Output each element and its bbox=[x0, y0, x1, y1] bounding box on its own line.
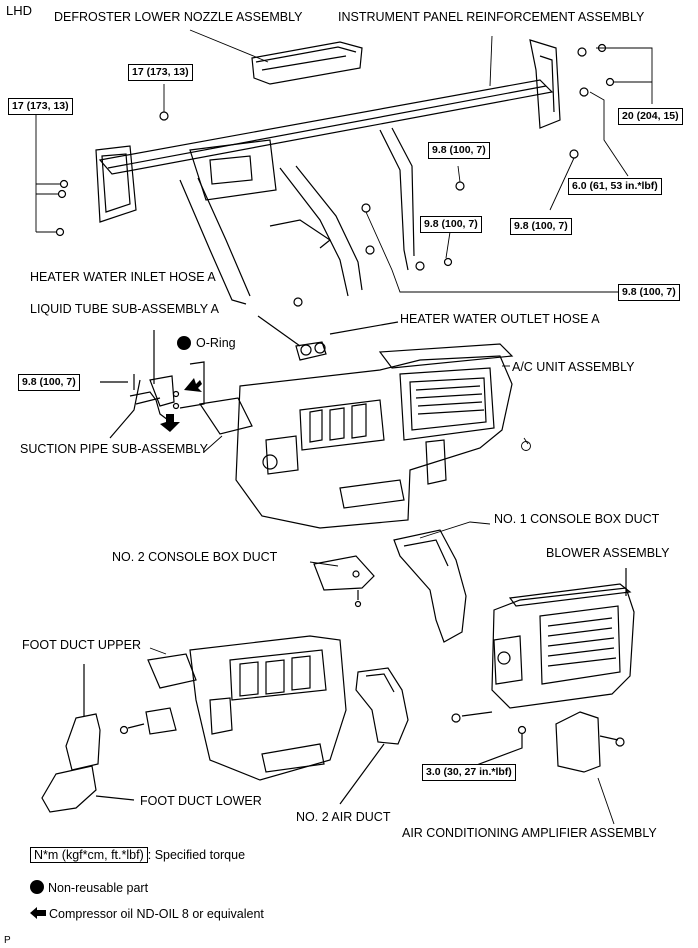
ac-unit-lower-drawing bbox=[119, 635, 347, 781]
label-heater-outlet: HEATER WATER OUTLET HOSE A bbox=[400, 312, 600, 326]
o-ring-dot-icon bbox=[177, 336, 191, 350]
label-amplifier: AIR CONDITIONING AMPLIFIER ASSEMBLY bbox=[402, 826, 657, 840]
legend-oil: Compressor oil ND-OIL 8 or equivalent bbox=[30, 907, 264, 921]
leader-lines-bottom bbox=[149, 647, 615, 825]
torque-9-8-c: 9.8 (100, 7) bbox=[510, 218, 572, 235]
label-console-duct-2: NO. 2 CONSOLE BOX DUCT bbox=[112, 550, 278, 564]
footer-mark: P bbox=[4, 935, 11, 946]
legend-oil-text: Compressor oil ND-OIL 8 or equivalent bbox=[49, 907, 264, 921]
legend-non-reusable: Non-reusable part bbox=[30, 880, 148, 895]
torque-17-left: 17 (173, 13) bbox=[8, 98, 73, 115]
torque-6: 6.0 (61, 53 in.*lbf) bbox=[568, 178, 662, 195]
label-air-duct-2: NO. 2 AIR DUCT bbox=[296, 810, 391, 824]
label-heater-inlet: HEATER WATER INLET HOSE A bbox=[30, 270, 216, 284]
defroster-nozzle-drawing bbox=[251, 41, 363, 85]
torque-9-8-a: 9.8 (100, 7) bbox=[428, 142, 490, 159]
oil-arrow-icon bbox=[30, 907, 46, 919]
bolt-icons-top bbox=[55, 43, 615, 307]
leader-lines-top bbox=[35, 29, 653, 293]
air-duct2-drawing bbox=[339, 667, 409, 805]
torque-9-8-e: 9.8 (100, 7) bbox=[18, 374, 80, 391]
hoses-drawing bbox=[100, 315, 399, 439]
console-duct-drawing bbox=[313, 529, 467, 643]
ip-reinforcement-drawing bbox=[95, 39, 561, 305]
corner-label: LHD bbox=[6, 3, 33, 18]
torque-3: 3.0 (30, 27 in.*lbf) bbox=[422, 764, 516, 781]
torque-9-8-b: 9.8 (100, 7) bbox=[420, 216, 482, 233]
oil-arrow-icons bbox=[160, 378, 202, 432]
label-ip-reinforcement: INSTRUMENT PANEL REINFORCEMENT ASSEMBLY bbox=[338, 10, 645, 24]
torque-20: 20 (204, 15) bbox=[618, 108, 683, 125]
ac-unit-drawing bbox=[198, 343, 514, 529]
label-o-ring: O-Ring bbox=[196, 336, 236, 350]
label-foot-duct-upper: FOOT DUCT UPPER bbox=[22, 638, 141, 652]
torque-9-8-d: 9.8 (100, 7) bbox=[618, 284, 680, 301]
non-reusable-dot-icon bbox=[30, 880, 44, 894]
label-defroster-nozzle: DEFROSTER LOWER NOZZLE ASSEMBLY bbox=[54, 10, 303, 24]
leader-lines-mid bbox=[203, 365, 531, 567]
foot-duct-drawing bbox=[41, 664, 135, 813]
label-suction-pipe: SUCTION PIPE SUB-ASSEMBLY bbox=[20, 442, 209, 456]
blower-drawing bbox=[451, 568, 635, 773]
label-foot-duct-lower: FOOT DUCT LOWER bbox=[140, 794, 262, 808]
legend-non-reusable-text: Non-reusable part bbox=[48, 881, 149, 895]
torque-17-top: 17 (173, 13) bbox=[128, 64, 193, 81]
label-blower: BLOWER ASSEMBLY bbox=[546, 546, 670, 560]
legend-torque-desc: : Specified torque bbox=[147, 848, 246, 862]
legend-torque: N*m (kgf*cm, ft.*lbf): Specified torque bbox=[30, 847, 246, 863]
label-liquid-tube: LIQUID TUBE SUB-ASSEMBLY A bbox=[30, 302, 219, 316]
label-ac-unit: A/C UNIT ASSEMBLY bbox=[512, 360, 635, 374]
legend-torque-unit: N*m (kgf*cm, ft.*lbf) bbox=[30, 847, 148, 863]
label-console-duct-1: NO. 1 CONSOLE BOX DUCT bbox=[494, 512, 660, 526]
